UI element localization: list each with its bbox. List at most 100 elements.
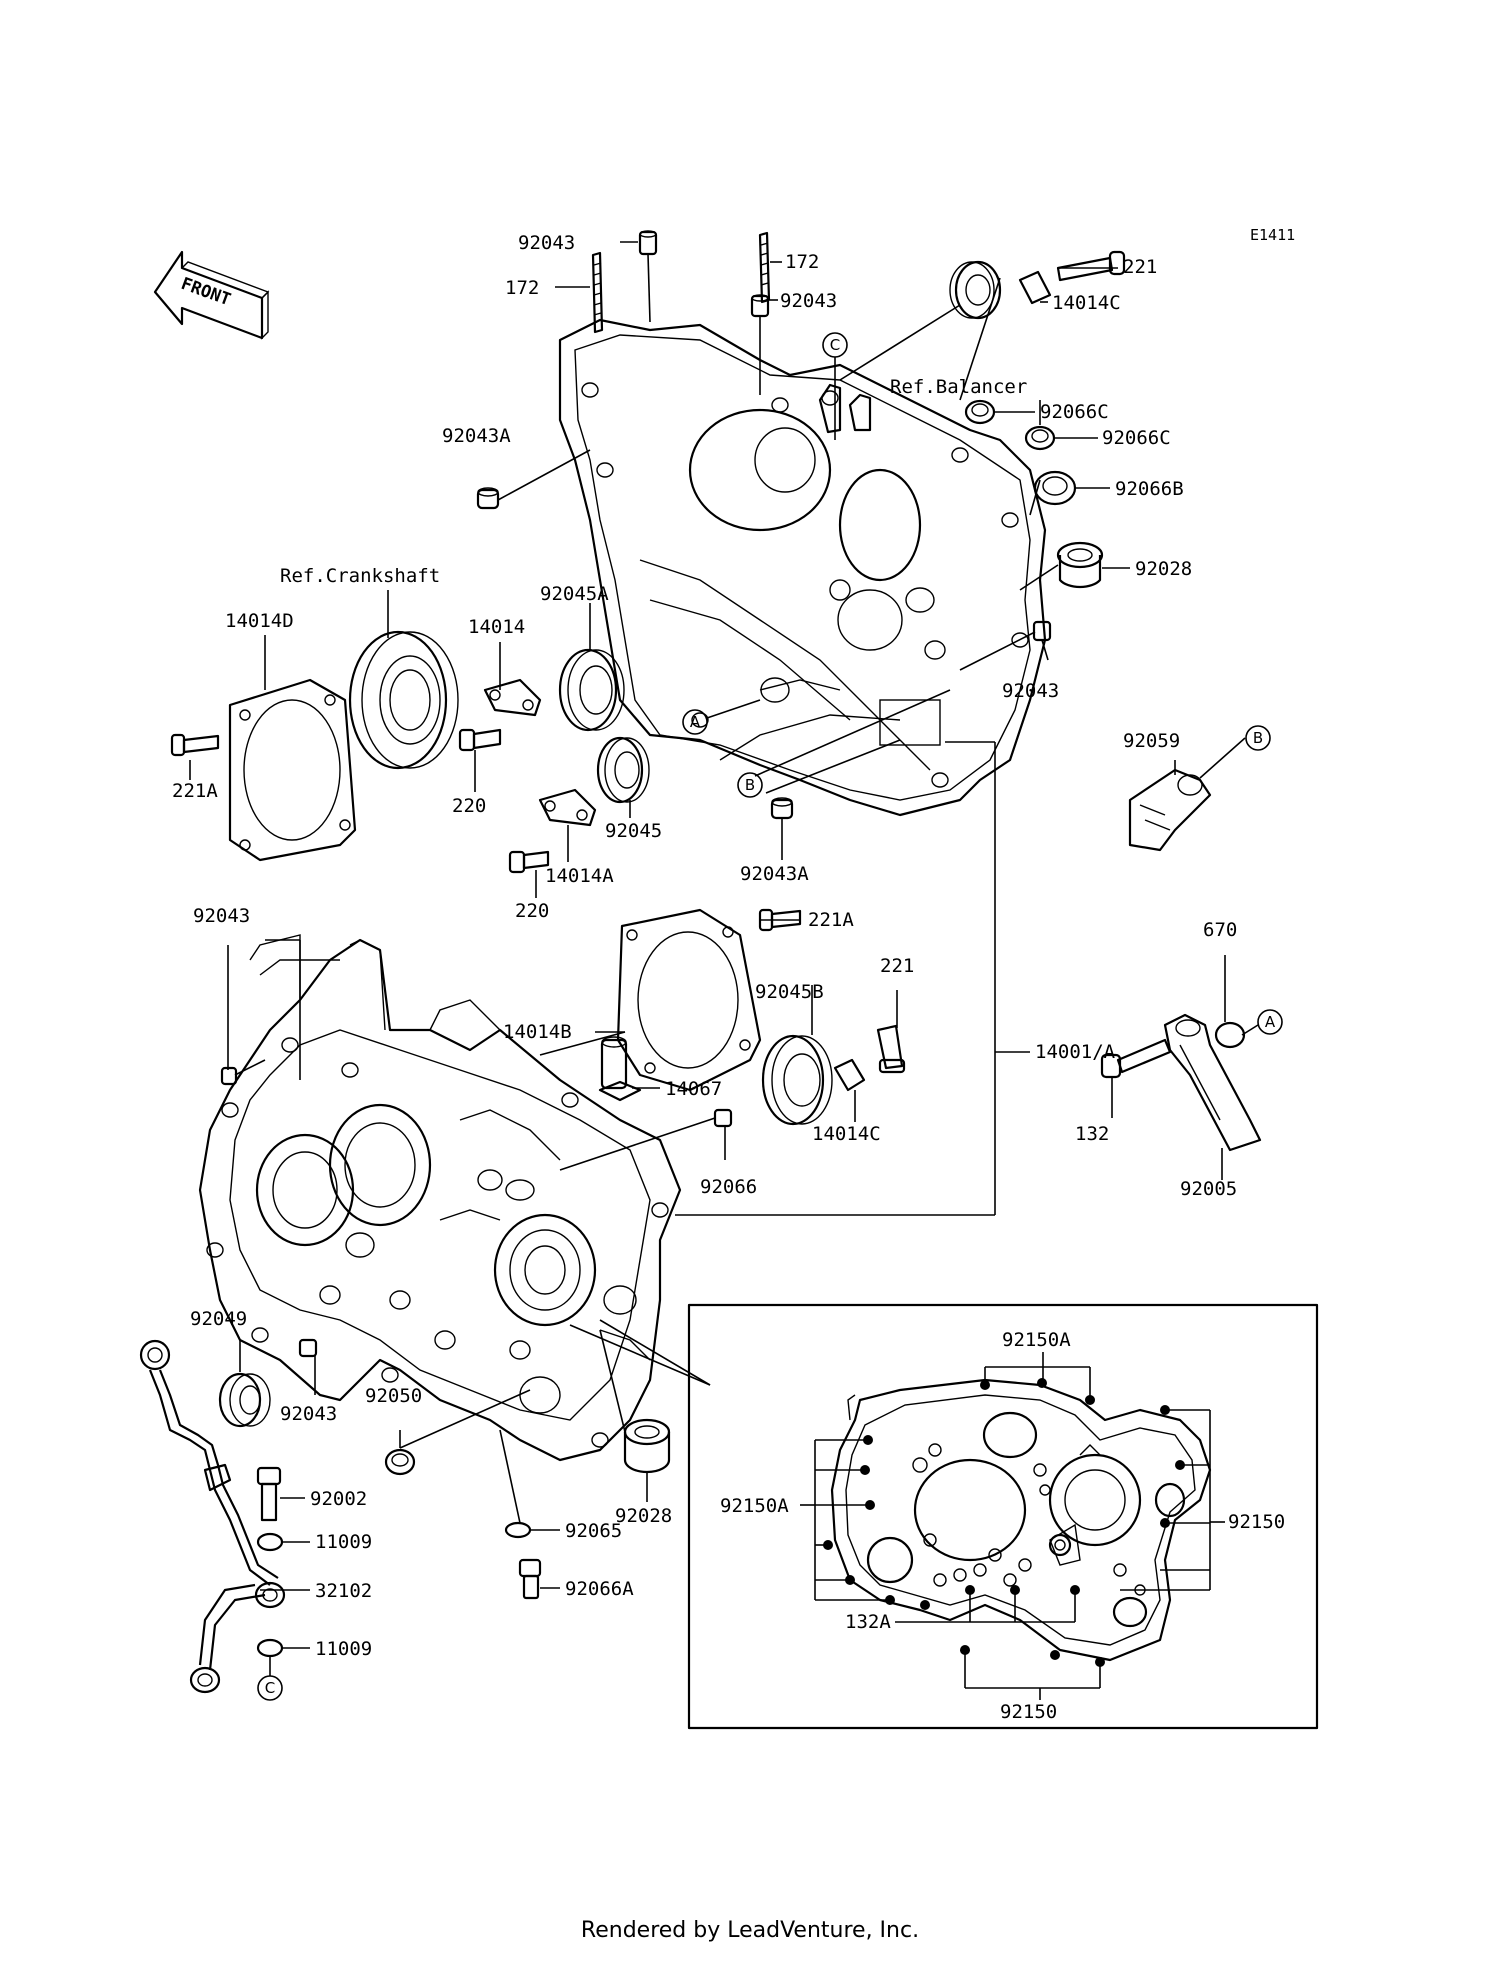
reference-markers: C A B B A A C: [257, 332, 1283, 1701]
label-92059: 92059: [1123, 730, 1180, 752]
nozzle-92066: [713, 1108, 733, 1128]
label-92043-top: 92043: [518, 232, 575, 254]
bearing-92045A: [558, 648, 625, 732]
bolt-pattern-inset: [687, 1303, 1319, 1730]
label-172-right: 172: [785, 251, 819, 273]
label-14014D: 14014D: [225, 610, 294, 632]
label-14001A: 14001/A: [1035, 1041, 1116, 1063]
plug-92066A: [518, 1558, 542, 1600]
bushing-92066B: [1033, 470, 1077, 506]
leader-lines: [189, 241, 1259, 1700]
bearing-92045: [596, 736, 650, 804]
label-220-bottom: 220: [515, 900, 549, 922]
svg-text:C: C: [830, 336, 840, 354]
pipe-92005: [1163, 1013, 1262, 1152]
washer-11009-top: [256, 1532, 284, 1552]
label-ref-balancer: Ref.Balancer: [890, 376, 1027, 398]
svg-text:A: A: [1265, 1013, 1276, 1031]
front-label: FRONT: [178, 274, 233, 310]
label-92066C-2: 92066C: [1102, 427, 1171, 449]
label-92066B: 92066B: [1115, 478, 1184, 500]
bolt-221A-left: [170, 733, 220, 757]
bolt-220-bottom: [508, 850, 550, 874]
label-92043A-bottom: 92043A: [740, 863, 809, 885]
bolt-221-top: [1056, 250, 1126, 282]
label-92065: 92065: [565, 1520, 622, 1542]
footer-credit: Rendered by LeadVenture, Inc.: [580, 1918, 920, 1943]
pipe-14067: [598, 1036, 642, 1102]
label-ref-crankshaft: Ref.Crankshaft: [280, 565, 440, 587]
label-92045: 92045: [605, 820, 662, 842]
bolt-92002: [256, 1466, 282, 1522]
dowel-92043-mid-right: [1032, 620, 1052, 642]
plate-14014C-lower: [833, 1058, 866, 1092]
diagram-id: E1411: [1250, 226, 1295, 244]
crankcase-left-half: [198, 934, 682, 1462]
marker-a-right: A: [1257, 1009, 1283, 1035]
label-11009-top: 11009: [315, 1531, 372, 1553]
bearing-cover-14014D: [228, 678, 357, 862]
label-221-top: 221: [1123, 256, 1157, 278]
dowel-92043-lower: [298, 1338, 318, 1358]
label-221-lower: 221: [880, 955, 914, 977]
label-14067: 14067: [665, 1078, 722, 1100]
label-92150A-left: 92150A: [720, 1495, 789, 1517]
label-92066C-1: 92066C: [1040, 401, 1109, 423]
label-14014B: 14014B: [503, 1021, 572, 1043]
stud-172-right: [758, 231, 771, 304]
bolt-220-top: [458, 728, 502, 752]
part-labels: 92043 172 172 92043 221 14014C Ref.Balan…: [172, 232, 1285, 1723]
bearing-92045B: [761, 1034, 833, 1126]
label-92043-right: 92043: [780, 290, 837, 312]
dowel-92043-top: [638, 230, 658, 256]
washer-92065: [504, 1521, 532, 1539]
bushing-92028-top: [1056, 541, 1104, 589]
washer-11009-bottom: [256, 1638, 284, 1658]
plate-14014: [483, 678, 542, 717]
label-92050: 92050: [365, 1385, 422, 1407]
label-221A-lower: 221A: [808, 909, 854, 931]
marker-c-bottom: C: [257, 1675, 283, 1701]
svg-text:C: C: [265, 1679, 275, 1697]
label-92150A-top: 92150A: [1002, 1329, 1071, 1351]
label-92043-lower: 92043: [280, 1403, 337, 1425]
marker-a-upper: A: [682, 709, 708, 735]
bolt-132: [1100, 1038, 1172, 1079]
marker-b-right: B: [1245, 725, 1271, 751]
dowel-92043-lower-left: [220, 1066, 238, 1086]
oil-hose-32102: [139, 1339, 286, 1694]
bushing-92066C-2: [1024, 425, 1056, 451]
stud-172-left: [591, 251, 604, 334]
seal-92050: [384, 1448, 416, 1476]
dowel-92043A-bottom: [770, 797, 794, 820]
marker-b-upper: B: [737, 772, 763, 798]
o-ring-670: [1214, 1021, 1246, 1049]
label-11009-bottom: 11009: [315, 1638, 372, 1660]
label-92028-lower: 92028: [615, 1505, 672, 1527]
label-92028-top: 92028: [1135, 558, 1192, 580]
label-92005: 92005: [1180, 1178, 1237, 1200]
cover-gasket-14014B: [616, 908, 762, 1092]
label-221A-left: 221A: [172, 780, 218, 802]
svg-text:A: A: [690, 713, 701, 731]
label-14014: 14014: [468, 616, 525, 638]
label-14014C-lower: 14014C: [812, 1123, 881, 1145]
label-92002: 92002: [310, 1488, 367, 1510]
label-220-top: 220: [452, 795, 486, 817]
marker-c-top: C: [822, 332, 848, 358]
plate-14014C-top: [1018, 270, 1052, 305]
dowel-92043-right: [750, 294, 770, 318]
label-92043A-top: 92043A: [442, 425, 511, 447]
svg-text:B: B: [745, 776, 755, 794]
label-172-left: 172: [505, 277, 539, 299]
label-14014C-top: 14014C: [1052, 292, 1121, 314]
oil-seal-92049: [218, 1372, 271, 1428]
label-92150-right: 92150: [1228, 1511, 1285, 1533]
crankshaft-bearing: [348, 630, 459, 770]
label-92049: 92049: [190, 1308, 247, 1330]
label-670: 670: [1203, 919, 1237, 941]
label-92045B: 92045B: [755, 981, 824, 1003]
bushing-92028-lower: [623, 1418, 671, 1474]
bushing-92066C-1: [964, 399, 996, 425]
